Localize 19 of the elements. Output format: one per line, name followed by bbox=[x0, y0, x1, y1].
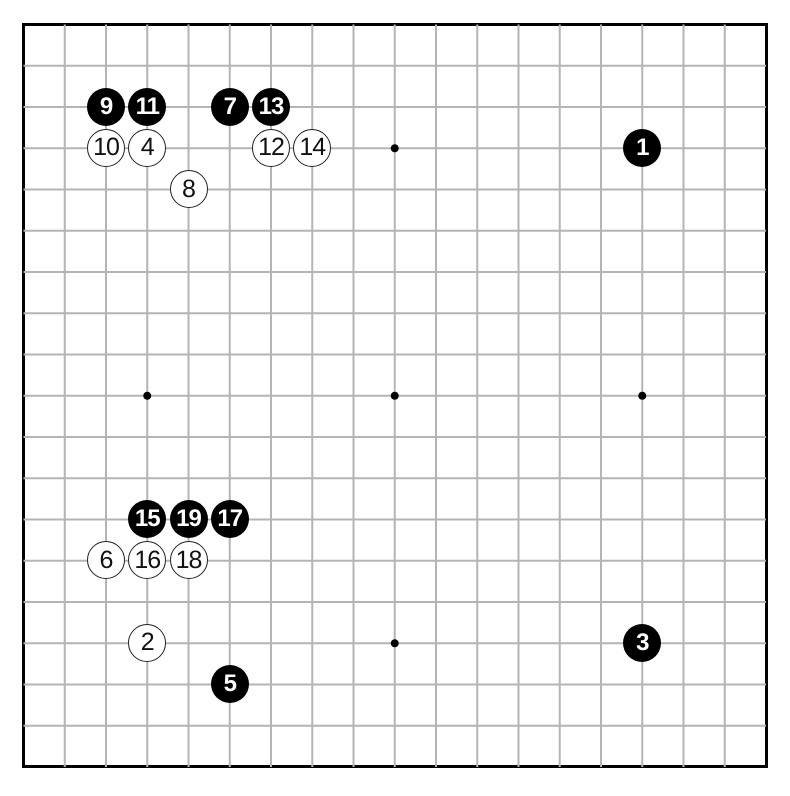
go-stone: 12 bbox=[252, 128, 290, 167]
go-stone: 17 bbox=[210, 500, 249, 538]
go-stone: 8 bbox=[170, 170, 208, 208]
go-stone: 6 bbox=[87, 541, 125, 580]
go-stone: 4 bbox=[128, 128, 166, 167]
go-stone: 16 bbox=[128, 541, 166, 580]
go-stone: 3 bbox=[623, 624, 662, 662]
go-stone: 18 bbox=[170, 541, 208, 580]
go-stone: 7 bbox=[210, 88, 249, 126]
go-stone: 2 bbox=[128, 624, 166, 662]
go-stone: 13 bbox=[252, 88, 290, 126]
go-stone: 5 bbox=[210, 665, 249, 703]
go-stone: 14 bbox=[293, 128, 332, 167]
go-stone: 10 bbox=[87, 128, 125, 167]
go-stone: 1 bbox=[623, 128, 662, 167]
go-stone: 11 bbox=[128, 88, 166, 126]
go-stone: 19 bbox=[170, 500, 208, 538]
go-stone: 15 bbox=[128, 500, 166, 538]
go-stone: 9 bbox=[87, 88, 125, 126]
